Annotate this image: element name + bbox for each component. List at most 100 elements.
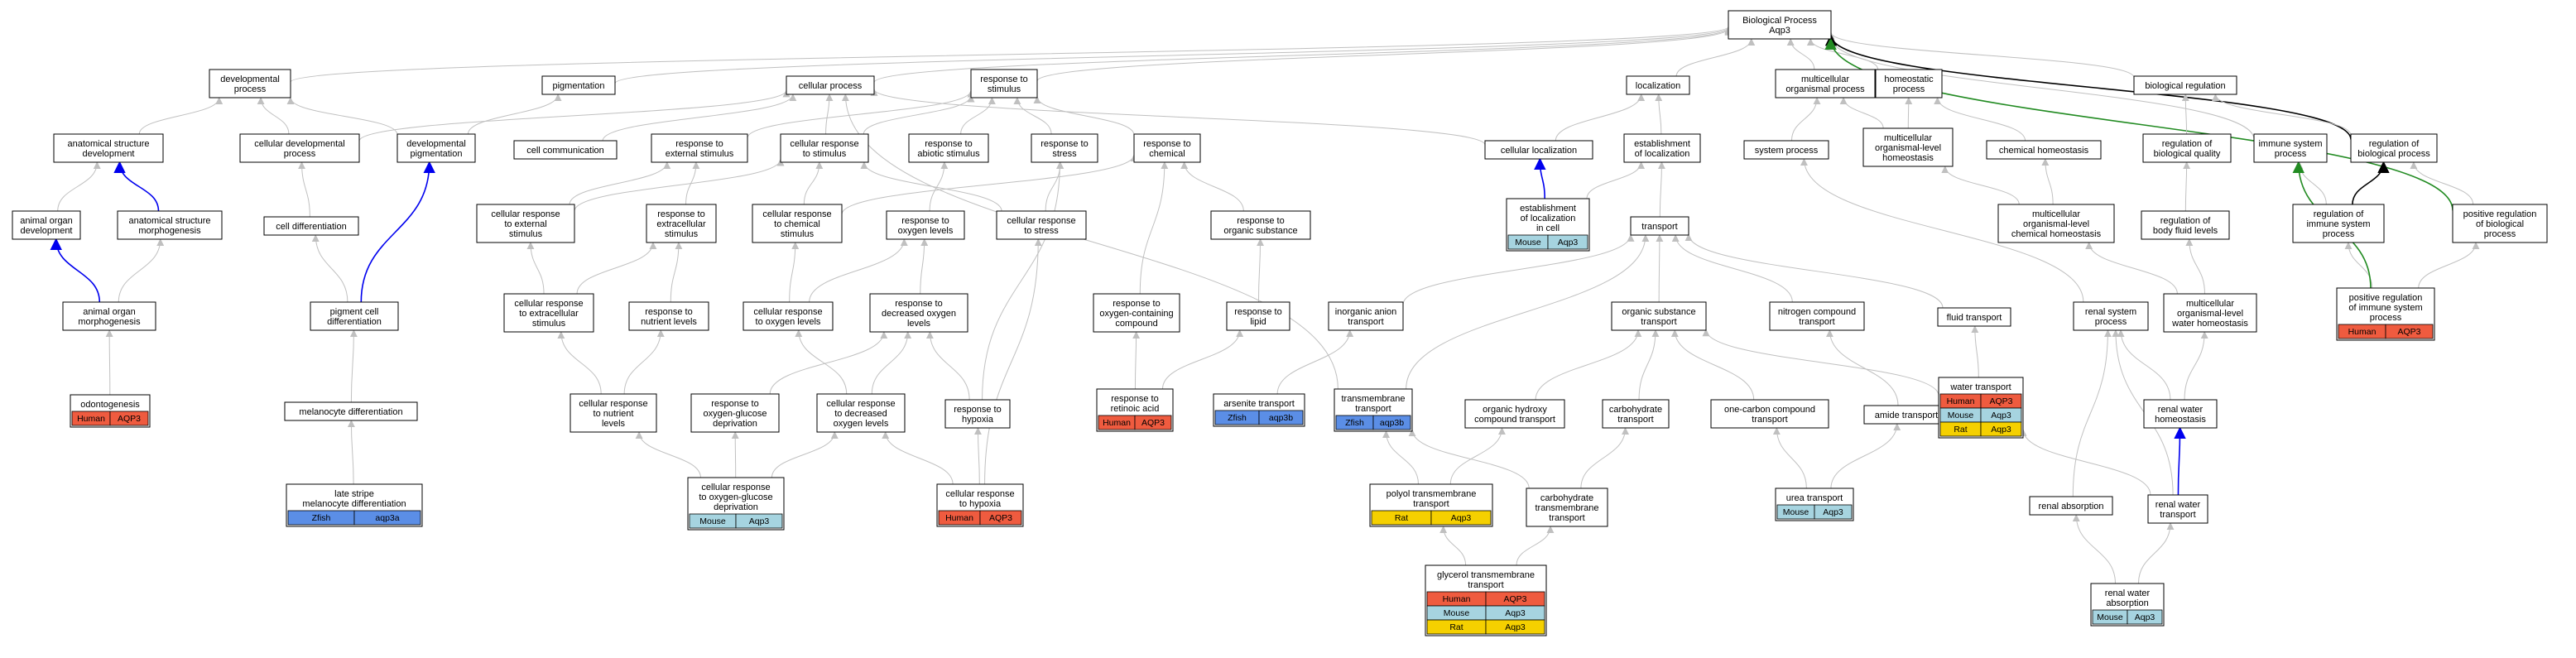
go-term-node[interactable]: cell differentiation [263,216,359,236]
go-term-box [780,133,869,163]
go-term-label: of immune system [2348,303,2422,313]
go-term-label: cellular response [826,399,895,409]
go-term-node[interactable]: pigmentation [541,75,616,95]
go-term-box [646,204,717,243]
edge-arsenite-to-inorg_anion [1276,329,1354,395]
edge-water_trans-to-fluid_trans [1971,325,1979,378]
edge-cell_resp_extracell-to-resp_extracell [576,242,657,295]
edge-cell_resp_stress-to-resp_stress [1045,161,1065,212]
go-term-label: organismal-level [1875,143,1941,153]
go-term-node[interactable]: cell communication [513,140,618,160]
go-term-box [1623,133,1701,163]
go-term-node[interactable]: melanocyte differentiation [284,401,418,421]
go-term-box [503,293,594,333]
go-term-node[interactable]: cellular process [786,75,875,95]
go-term-node[interactable]: renal absorption [2029,496,2113,516]
edge-cell_diff-to-cell_dev [298,161,310,218]
edge-odonto-to-animal_organ_morph [105,329,113,396]
go-term-box [1526,487,1608,527]
go-term-node[interactable]: amide transport [1863,405,1949,425]
go-term-node[interactable]: transport [1630,216,1689,236]
go-term-node[interactable]: localization [1626,75,1690,95]
go-term-node[interactable]: cellular localization [1484,140,1593,160]
go-term-node[interactable]: fluid transport [1937,307,2011,327]
species-label: Mouse [699,516,726,526]
go-term-box [2029,496,2113,516]
go-term-box [1093,293,1180,333]
go-term-label: response to [901,216,949,226]
go-term-node[interactable]: biological regulation [2133,75,2237,95]
edge-cell_loc-to-cellproc [870,88,1486,146]
go-term-node[interactable]: chemical homeostasis [1986,140,2102,160]
go-term-node[interactable]: system process [1743,140,1829,160]
